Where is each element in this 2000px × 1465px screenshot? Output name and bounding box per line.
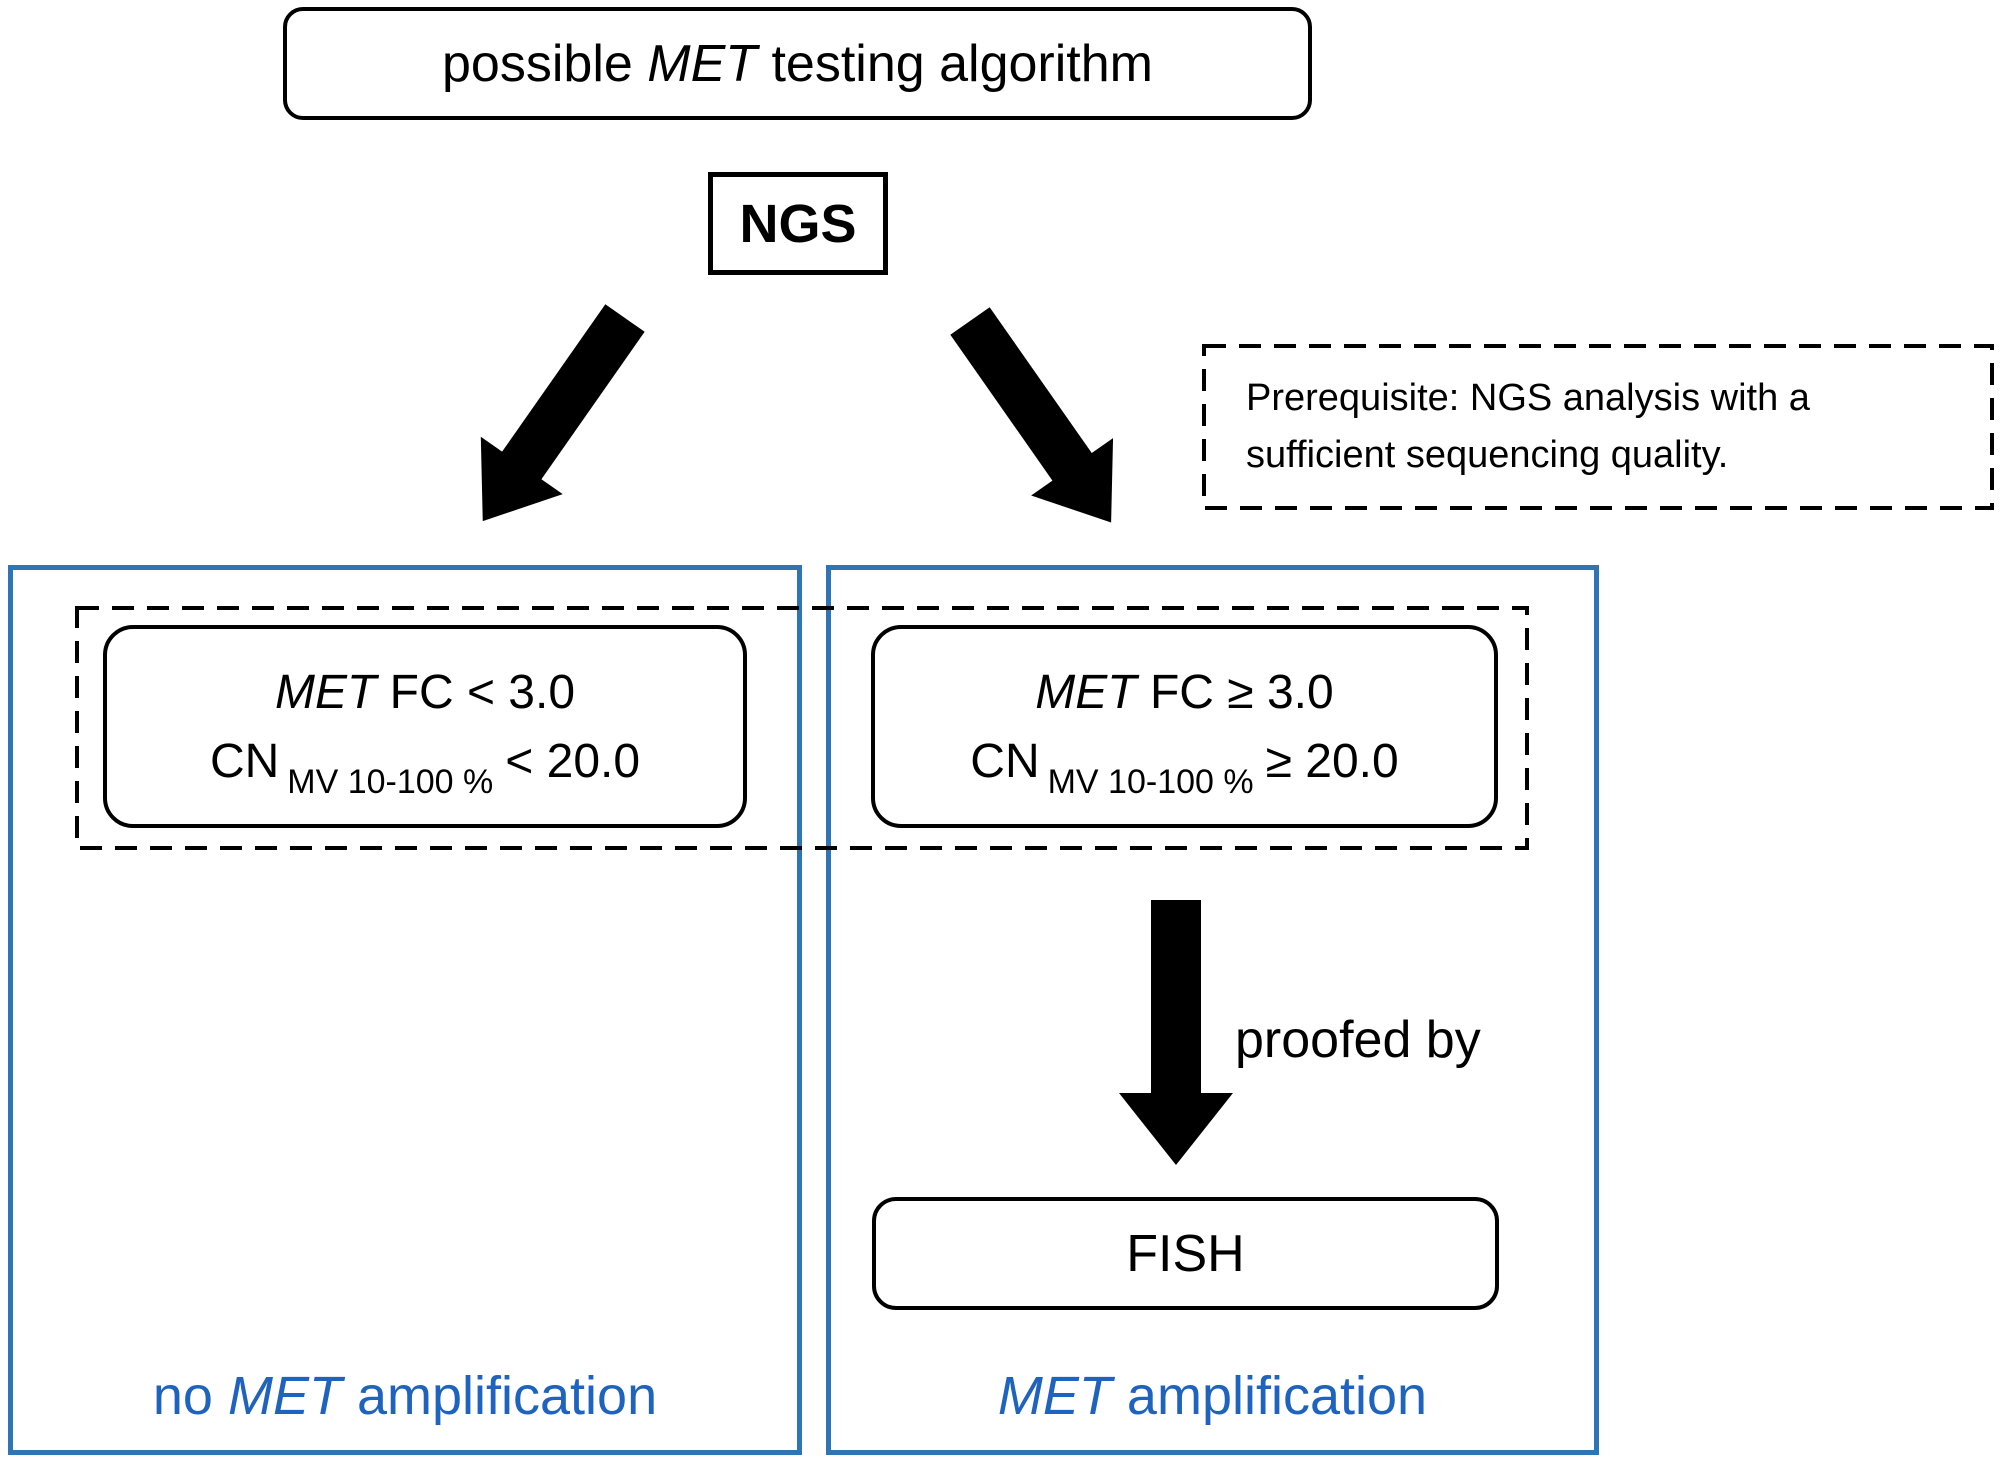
arrow-ngs-to-negative — [480, 304, 645, 522]
prerequisite-note: Prerequisite: NGS analysis with a suffic… — [1204, 346, 1992, 508]
ngs-label: NGS — [739, 193, 857, 254]
negative-criteria-line1: MET FC < 3.0 — [274, 665, 576, 719]
positive-outcome-label: MET amplification — [997, 1366, 1428, 1426]
proofed-by-label: proofed by — [1235, 1011, 1481, 1069]
arrow-ngs-to-positive — [950, 307, 1114, 523]
fish-box: FISH — [872, 1197, 1499, 1310]
gene-symbol: MET — [1035, 665, 1137, 719]
cn-subscript: MV 10-100 % — [1047, 762, 1254, 801]
prerequisite-line1: Prerequisite: NGS analysis with a — [1246, 377, 1810, 419]
ngs-box: NGS — [708, 172, 888, 275]
gene-symbol: MET — [227, 1366, 342, 1426]
fish-label: FISH — [1126, 1224, 1245, 1283]
gene-symbol: MET — [647, 34, 758, 93]
title-box: possible MET testing algorithm — [283, 7, 1312, 120]
cn-subscript: MV 10-100 % — [287, 762, 494, 801]
positive-criteria-line1: MET FC ≥ 3.0 — [1035, 665, 1334, 719]
negative-outcome-label: no MET amplification — [152, 1366, 658, 1426]
prerequisite-line2: sufficient sequencing quality. — [1246, 434, 1729, 476]
gene-symbol: MET — [997, 1366, 1112, 1426]
title-text: possible MET testing algorithm — [442, 34, 1153, 93]
gene-symbol: MET — [274, 665, 377, 719]
